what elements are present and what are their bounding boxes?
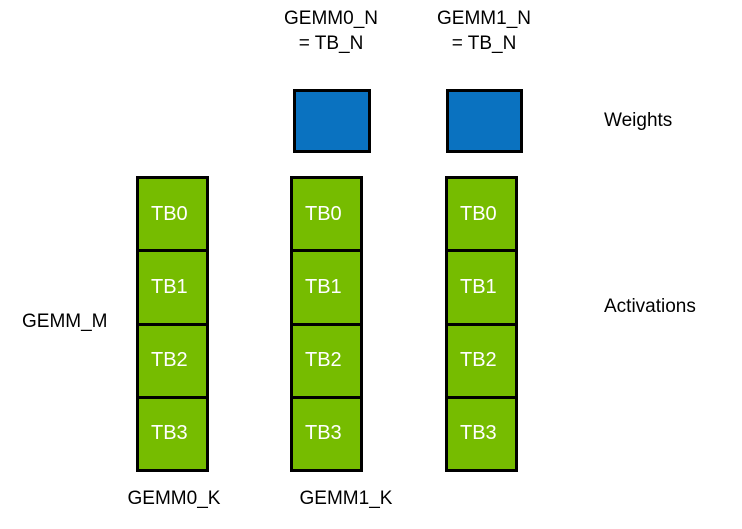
column-header-gemm0-n: GEMM0_N = TB_N <box>251 6 411 56</box>
gemm1-weight-block <box>446 89 523 153</box>
activation-cell-tb3: TB3 <box>139 398 206 469</box>
activation-cell-tb2: TB2 <box>139 325 206 399</box>
activation-cell-tb1: TB1 <box>293 252 360 326</box>
gemm0-weight-block <box>293 89 371 153</box>
legend-label-activations: Activations <box>604 296 696 317</box>
axis-label-gemm0-k: GEMM0_K <box>127 488 221 509</box>
activation-stack-left: TB0 TB1 TB2 TB3 <box>136 176 209 472</box>
legend-label-weights: Weights <box>604 110 673 131</box>
activation-cell-tb0: TB0 <box>448 179 515 253</box>
activation-stack-gemm1: TB0 TB1 TB2 TB3 <box>445 176 518 472</box>
column-header-gemm1-n-line2: = TB_N <box>451 33 517 54</box>
activation-stack-gemm0: TB0 TB1 TB2 TB3 <box>290 176 363 472</box>
activation-cell-tb3: TB3 <box>448 398 515 469</box>
column-header-gemm0-n-line1: GEMM0_N <box>284 8 378 29</box>
activation-cell-tb1: TB1 <box>448 252 515 326</box>
column-header-gemm1-n: GEMM1_N = TB_N <box>404 6 564 56</box>
axis-label-gemm-m: GEMM_M <box>22 311 108 332</box>
activation-cell-tb0: TB0 <box>139 179 206 253</box>
activation-cell-tb3: TB3 <box>293 398 360 469</box>
activation-cell-tb2: TB2 <box>293 325 360 399</box>
activation-cell-tb0: TB0 <box>293 179 360 253</box>
column-header-gemm0-n-line2: = TB_N <box>298 33 364 54</box>
activation-cell-tb2: TB2 <box>448 325 515 399</box>
axis-label-gemm1-k: GEMM1_K <box>299 488 393 509</box>
column-header-gemm1-n-line1: GEMM1_N <box>437 8 531 29</box>
activation-cell-tb1: TB1 <box>139 252 206 326</box>
